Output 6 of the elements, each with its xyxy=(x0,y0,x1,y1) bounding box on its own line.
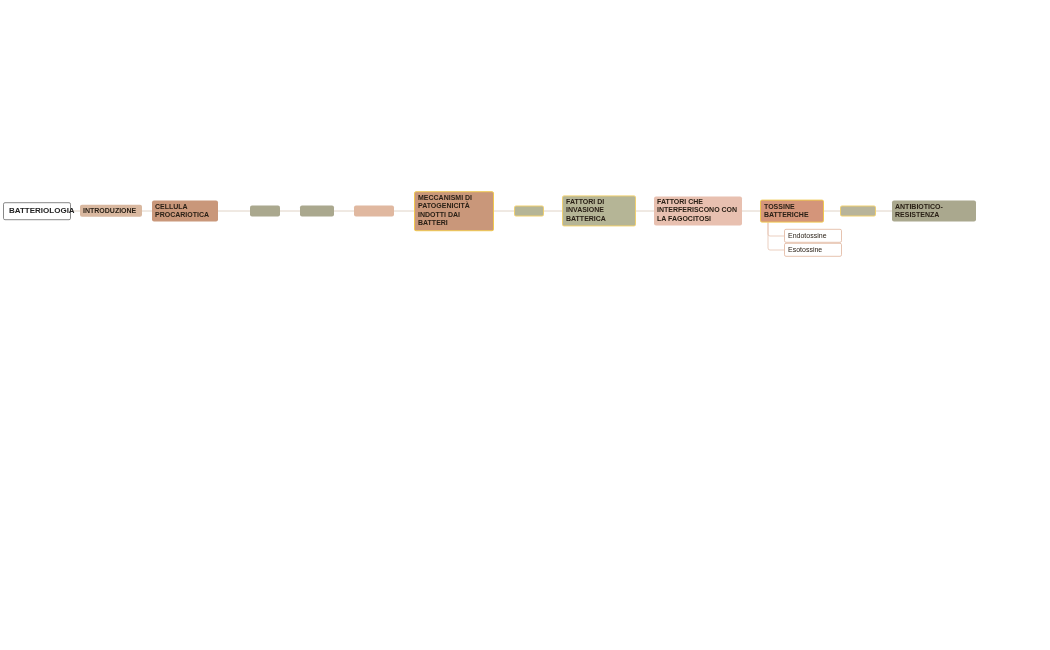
topic-box xyxy=(300,205,334,217)
topic-box xyxy=(354,205,394,217)
topic-box xyxy=(250,205,280,217)
topic-box xyxy=(840,205,876,217)
connector-line xyxy=(767,222,785,251)
topic-box xyxy=(514,205,544,217)
